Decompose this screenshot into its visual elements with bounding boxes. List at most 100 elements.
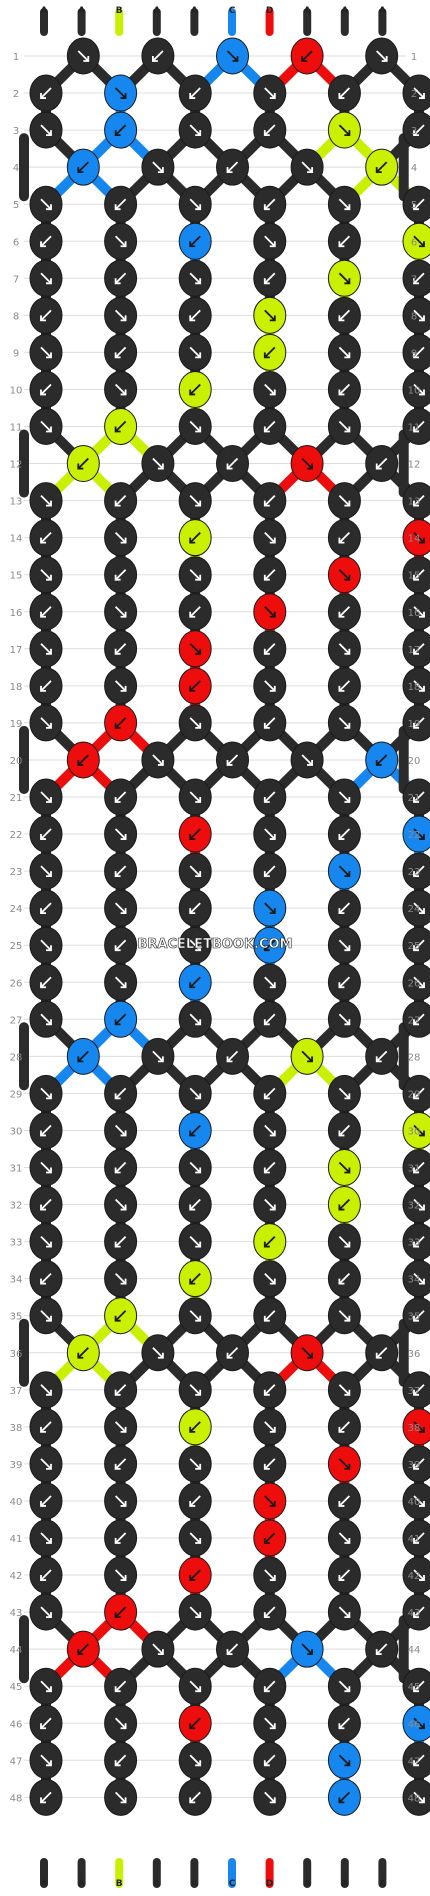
- knot-arrowhead-icon: [120, 1723, 127, 1730]
- knot-arrowhead-icon: [344, 648, 351, 655]
- knot-arrowhead-icon: [269, 685, 276, 692]
- knot: [327, 556, 361, 594]
- knot-arrow-icon: [338, 939, 351, 951]
- knot: [104, 556, 138, 594]
- knot-arrowhead-icon: [195, 797, 202, 803]
- knot: [178, 1149, 212, 1186]
- knot-arrowhead-icon: [413, 1463, 419, 1470]
- knot-arrow-icon: [413, 1087, 425, 1100]
- row-label-right: 43: [408, 1608, 421, 1619]
- knot: [327, 74, 361, 112]
- knot: [66, 1037, 100, 1075]
- knot-body: [402, 1593, 430, 1631]
- knot-arrow-icon: [338, 606, 351, 618]
- knot: [178, 222, 212, 260]
- knot: [178, 296, 212, 334]
- knot: [327, 482, 361, 520]
- knot-arrowhead-icon: [195, 1019, 202, 1026]
- knot: [29, 408, 63, 445]
- knot: [253, 852, 287, 890]
- knot-arrowhead-icon: [120, 908, 127, 915]
- knot-arrowhead-icon: [46, 204, 52, 211]
- knot-arrowhead-icon: [263, 574, 270, 581]
- knot-arrow-icon: [114, 1421, 127, 1433]
- knot-arrow-icon: [40, 717, 52, 729]
- knot: [29, 1556, 63, 1594]
- knot-arrowhead-icon: [269, 611, 276, 618]
- knot: [253, 1223, 287, 1261]
- knot-arrow-icon: [264, 976, 276, 988]
- string-label-top: B: [116, 6, 123, 16]
- knot-arrow-icon: [301, 1347, 313, 1359]
- row-label-right: 12: [408, 460, 421, 471]
- knot-arrowhead-icon: [77, 759, 84, 766]
- knot: [216, 148, 249, 186]
- knot-arrow-icon: [338, 494, 351, 507]
- knot: [327, 1482, 361, 1520]
- knot-arrow-icon: [338, 383, 351, 396]
- knot-arrowhead-icon: [419, 315, 425, 322]
- knot-arrowhead-icon: [40, 389, 46, 396]
- knot-arrowhead-icon: [338, 1204, 345, 1211]
- row-label-right: 45: [408, 1682, 421, 1693]
- knot-arrowhead-icon: [40, 1500, 46, 1507]
- knot-arrowhead-icon: [419, 685, 425, 692]
- knot-arrowhead-icon: [263, 1019, 270, 1026]
- knot-arrowhead-icon: [195, 1686, 202, 1693]
- knot: [216, 37, 249, 75]
- knot-arrow-icon: [413, 235, 425, 247]
- knot-arrowhead-icon: [40, 611, 46, 618]
- knot: [402, 74, 430, 112]
- knot-arrowhead-icon: [413, 1389, 419, 1396]
- knot-body: [402, 259, 430, 297]
- knot-arrow-icon: [264, 1606, 276, 1618]
- knot-arrow-icon: [376, 754, 388, 766]
- row-label-left: 3: [13, 126, 19, 137]
- knot: [178, 185, 212, 223]
- knot-arrowhead-icon: [114, 871, 121, 877]
- knot-arrow-icon: [413, 680, 425, 692]
- knot: [104, 222, 138, 260]
- knot-arrow-icon: [40, 606, 52, 618]
- knot-arrowhead-icon: [419, 537, 425, 544]
- knot: [402, 333, 430, 371]
- knot-arrow-icon: [338, 346, 351, 359]
- knot-arrow-icon: [338, 1235, 351, 1248]
- knot: [141, 1334, 175, 1372]
- knot-arrowhead-icon: [263, 1686, 270, 1693]
- knot-arrow-icon: [264, 828, 276, 840]
- knot-arrow-icon: [189, 87, 201, 99]
- knot-arrow-icon: [413, 643, 425, 655]
- row-label-left: 34: [10, 1275, 23, 1286]
- knot-arrow-icon: [413, 532, 425, 544]
- knot-arrow-icon: [338, 902, 351, 914]
- knot-body: [402, 74, 430, 112]
- row-label-right: 11: [408, 423, 421, 434]
- knot: [253, 1408, 287, 1446]
- row-label-right: 44: [408, 1645, 421, 1656]
- knot-arrow-icon: [40, 1791, 52, 1803]
- knot-arrowhead-icon: [189, 1130, 196, 1137]
- knot: [290, 37, 324, 75]
- knot: [253, 630, 287, 668]
- knot-arrow-icon: [189, 272, 201, 284]
- string-label-bottom: A: [379, 1879, 386, 1889]
- knot-arrow-icon: [264, 1791, 276, 1803]
- knot-arrow-icon: [413, 569, 425, 581]
- knot-arrowhead-icon: [195, 1093, 202, 1100]
- knot-arrowhead-icon: [77, 1352, 84, 1359]
- knot-arrowhead-icon: [195, 648, 202, 655]
- knot-arrow-icon: [264, 606, 276, 618]
- knot-arrowhead-icon: [344, 797, 351, 803]
- knot: [104, 1593, 138, 1631]
- knot: [29, 630, 63, 668]
- knot: [178, 852, 212, 890]
- knot: [104, 1482, 138, 1520]
- knot-arrowhead-icon: [189, 1500, 196, 1507]
- knot-body: [402, 408, 430, 445]
- knot-arrow-icon: [40, 643, 52, 655]
- knot-arrow-icon: [264, 1087, 276, 1100]
- row-label-right: 42: [408, 1571, 421, 1582]
- knot-arrow-icon: [376, 1347, 388, 1359]
- row-label-left: 5: [13, 200, 19, 211]
